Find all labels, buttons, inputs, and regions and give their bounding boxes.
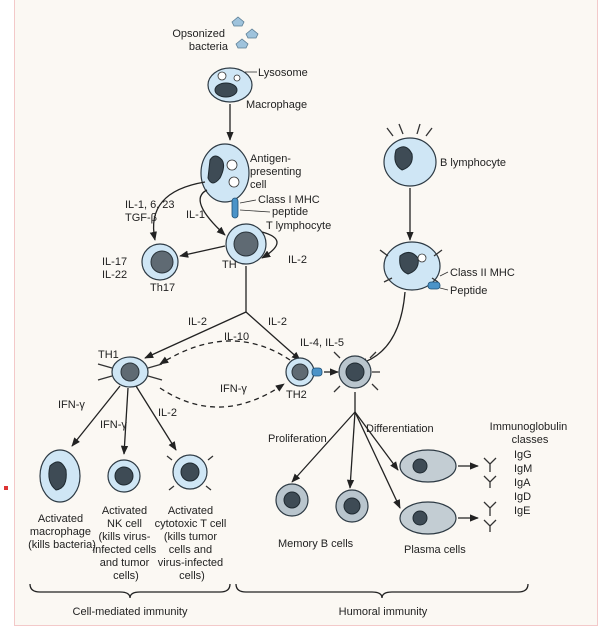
arrow-b-to-interaction [358, 291, 406, 366]
label-proliferation: Proliferation [268, 433, 327, 445]
arrow-to-th17 [149, 181, 206, 241]
label-class1-mhc: Class I MHC [258, 194, 320, 206]
arrow-il1 [199, 189, 226, 236]
arrow-th1-to-macrophage [71, 385, 121, 447]
label-macrophage: Macrophage [246, 99, 307, 111]
arrow-th1-to-nk [120, 387, 129, 455]
memory-b-cell-1 [275, 483, 309, 517]
brace-humoral [235, 583, 529, 599]
antibody-icons [483, 457, 497, 532]
arrow-to-memory-b2 [346, 411, 356, 489]
label-peptide-top: peptide [272, 206, 308, 218]
label-immunoglobulin: Immunoglobulin classes [490, 421, 571, 446]
label-th17: Th17 [150, 282, 175, 294]
cytotoxic-t-cell [166, 454, 214, 491]
label-cell-mediated: Cell-mediated immunity [73, 606, 188, 618]
arrow-il2-autocrine [261, 231, 278, 259]
arrow-to-memory-b1 [291, 411, 356, 483]
label-class2-mhc: Class II MHC [450, 267, 515, 279]
list-ig-classes: IgG IgM IgA IgD IgE [514, 449, 535, 517]
activated-macrophage-cell [39, 449, 81, 503]
label-peptide-b: Peptide [450, 285, 487, 297]
label-th: TH [222, 259, 237, 271]
arrow-th1-to-ctl [135, 385, 177, 451]
b-lymphocyte-cell [383, 123, 437, 187]
label-ifn-gamma-a: IFN-γ [58, 399, 85, 411]
label-tgf-beta: TGF-β [125, 212, 157, 224]
label-il1: IL-1 [186, 209, 205, 221]
label-b-lymphocyte: B lymphocyte [440, 157, 506, 169]
memory-b-cell-2 [335, 489, 369, 523]
label-apc: Antigen- presenting cell [250, 153, 304, 191]
th1-cell [97, 356, 163, 388]
th17-cell [141, 243, 179, 281]
th2-cell [285, 357, 323, 387]
figure-frame [14, 0, 598, 626]
label-opsonized-bacteria: Opsonized bacteria [172, 28, 229, 53]
bacteria-icon [231, 16, 259, 49]
label-th2: TH2 [286, 389, 307, 401]
activated-b-cell [333, 351, 380, 393]
label-il22: IL-22 [102, 269, 127, 281]
class2-mhc-peptide [427, 281, 441, 290]
label-humoral: Humoral immunity [339, 606, 428, 618]
antigen-presenting-cell [200, 143, 250, 203]
label-il2-loop: IL-2 [288, 254, 307, 266]
plasma-cell-1 [399, 449, 457, 483]
label-lysosome: Lysosome [258, 67, 308, 79]
label-ifn-gamma-mid: IFN-γ [220, 383, 247, 395]
label-il17: IL-17 [102, 256, 127, 268]
label-activated-macrophage: Activated macrophage (kills bacteria) [28, 513, 96, 551]
label-il2-bottom: IL-2 [158, 407, 177, 419]
macrophage-cell [207, 67, 253, 103]
brace-cell-mediated [29, 583, 231, 599]
margin-mark [4, 486, 8, 490]
arrow-ifn-gamma-dashed [159, 383, 285, 408]
label-ifn-gamma-b: IFN-γ [100, 419, 127, 431]
arrow-to-plasma1 [354, 411, 399, 471]
arrow-to-th1 [144, 311, 247, 359]
mhc-peptide-complex [231, 197, 239, 219]
label-il2-right: IL-2 [268, 316, 287, 328]
label-th1: TH1 [98, 349, 119, 361]
arrow-il10-dashed [159, 340, 291, 365]
label-il2-left: IL-2 [188, 316, 207, 328]
label-differentiation: Differentiation [366, 423, 434, 435]
t-lymphocyte-cell [225, 223, 267, 265]
nk-cell [107, 459, 141, 493]
label-il1-6-23: IL-1, 6, 23 [125, 199, 175, 211]
b-cell-antigen-presenting [379, 241, 443, 291]
label-memory-b: Memory B cells [278, 538, 354, 550]
label-t-lymphocyte: T lymphocyte [266, 220, 331, 232]
label-il10: IL-10 [224, 331, 249, 343]
label-activated-ctl: Activated cytotoxic T cell (kills tumor … [155, 505, 230, 582]
label-il4-il5: IL-4, IL-5 [300, 337, 344, 349]
label-plasma-cells: Plasma cells [404, 544, 466, 556]
arrow-to-th2 [245, 311, 301, 361]
label-activated-nk: Activated NK cell (kills virus- infected… [93, 505, 160, 582]
arrow-to-plasma2 [354, 411, 401, 509]
plasma-cell-2 [399, 501, 457, 535]
arrow-t-to-th17 [179, 245, 226, 258]
